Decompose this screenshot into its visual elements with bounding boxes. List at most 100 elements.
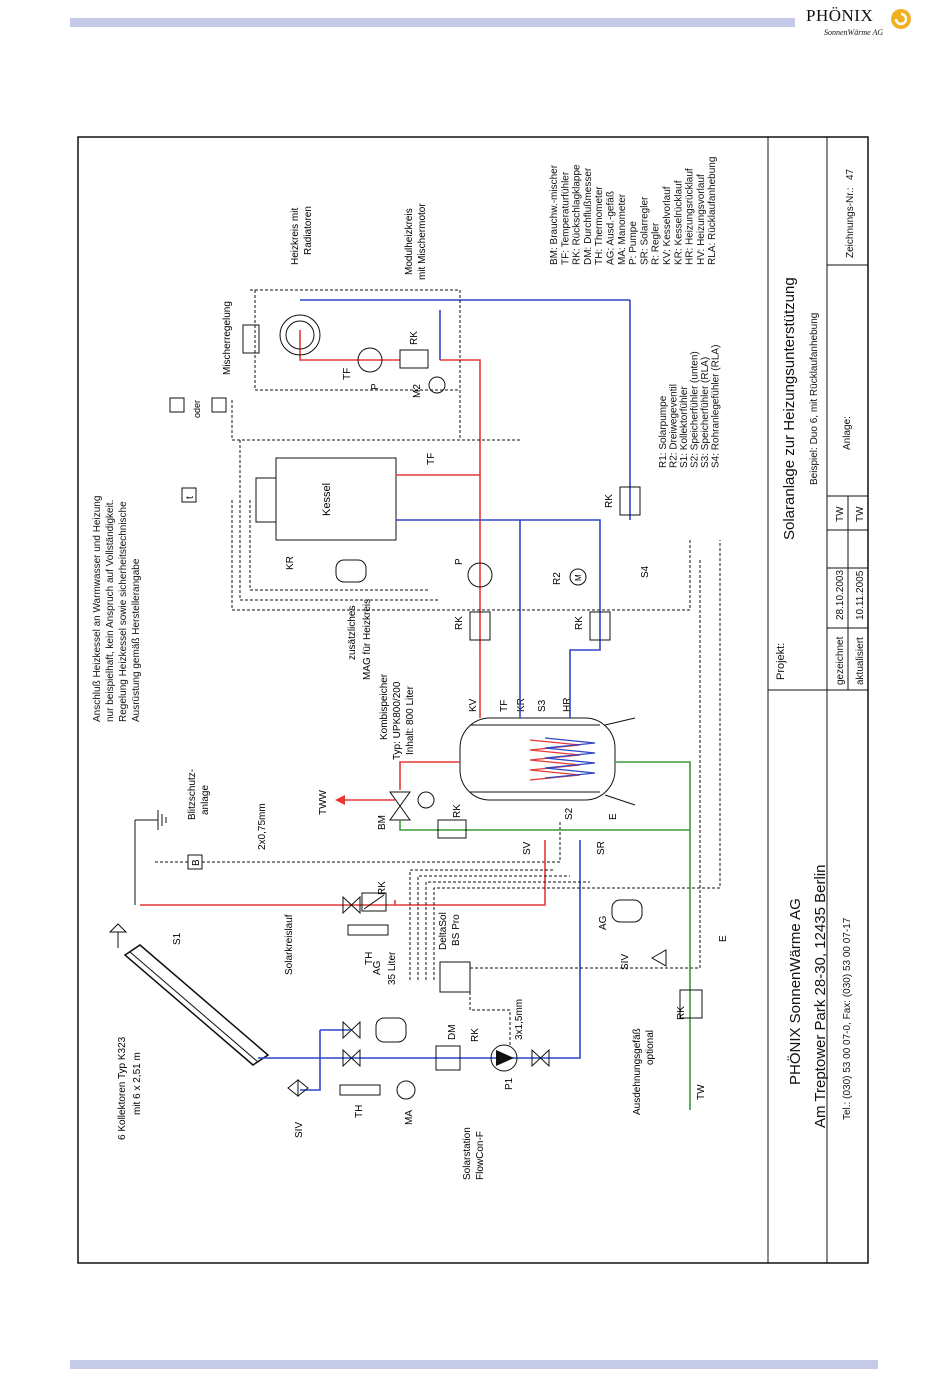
drawing-frame (77, 136, 869, 1264)
legend-abbrev-9: R: Regler (651, 222, 662, 265)
footer-bar (70, 1360, 878, 1369)
expansion-vessel-water (611, 899, 643, 923)
note-line-3: Ausrüstung gemäß Herstellerangabe (131, 558, 142, 722)
collectors-label: 6 Kollektoren Typ K323 (117, 1036, 128, 1140)
logo-name: PHÖNIX (806, 6, 874, 25)
solar-coil (529, 739, 581, 781)
control-cable-p1 (469, 985, 511, 1045)
note-line-0: Anschluß Heizkessel an Warmwasser und He… (92, 496, 103, 722)
heating-flow-pipe (299, 330, 481, 475)
m2-label: M2 (412, 384, 423, 398)
legend-abbrev-14: RLA: Rücklaufanhebung (707, 157, 718, 265)
legend-sensor-3: S2: Speicherfühler (unten) (690, 351, 701, 468)
legend-sensor-2: S1: Kollektorfühler (679, 386, 690, 468)
check-valve-water (437, 819, 467, 839)
kr-label-tank: KR (516, 698, 527, 712)
expansion-vessel-solar (375, 1017, 407, 1043)
rk-label-water: RK (452, 804, 463, 818)
boiler-return-pipe (396, 519, 601, 718)
legend-abbrev-12: HR: Heizungsrücklauf (685, 168, 696, 265)
updated-date: 10.11.2005 (855, 570, 866, 620)
updated-by: TW (855, 506, 866, 522)
mixer-motor-m2 (428, 376, 446, 394)
mischer-label: Mischerregelung (222, 301, 233, 375)
hot-water-pipe (399, 761, 460, 790)
boiler-flow-pipe (396, 474, 481, 650)
control-cable-b (155, 820, 561, 863)
collectors-area: mit 6 x 2,51 m (132, 1052, 143, 1115)
company-name: PHÖNIX SonnenWärme AG (786, 898, 804, 1085)
sv-label: SV (522, 841, 533, 855)
logo-subtitle: SonnenWärme AG (824, 28, 884, 37)
legend-sensor-4: S3: Speicherfühler (RLA) (700, 357, 711, 468)
title: Solaranlage zur Heizungsunterstützung (781, 277, 798, 540)
drawn-by: TW (835, 506, 846, 522)
legend-abbrev-1: TF: Temperaturfühler (560, 171, 571, 265)
th-label-1: TH (364, 952, 375, 965)
ta-label: t (185, 496, 196, 499)
project-label: Projekt: (775, 643, 787, 680)
motor-r2 (569, 568, 587, 586)
mixer-bm-2 (389, 805, 411, 821)
legend-sensor-0: R1: Solarpumpe (658, 395, 669, 468)
speicher-type: Typ: UPK800/200 (392, 681, 403, 760)
solar-controller (439, 961, 471, 993)
tf-label-heating: TF (342, 368, 353, 380)
rk-label-station: RK (470, 1028, 481, 1042)
check-valve-rla (589, 611, 611, 641)
th-label-2: TH (354, 1105, 365, 1118)
legend-abbrev-6: MA: Manometer (617, 193, 628, 265)
ag-label-water: AG (598, 915, 609, 930)
legend-abbrev-13: HV: Heizungsvorlauf (696, 174, 707, 265)
company-address: Am Treptower Park 28-30, 12435 Berlin (812, 865, 829, 1128)
ausdehnung-optional: optional (645, 1030, 656, 1065)
pump-p1-arrow (496, 1050, 514, 1066)
updated-label: aktualisiert (855, 637, 866, 685)
sr-label: SR (596, 841, 607, 855)
tww-arrow (335, 795, 345, 805)
flow-meter-dm (435, 1045, 461, 1071)
safety-valve-siv (287, 1078, 309, 1098)
speicher-volume: Inhalt: 800 Liter (405, 685, 416, 755)
bm-label: BM (377, 815, 388, 830)
heating-pump-p (357, 347, 383, 373)
rk-label-boiler: RK (454, 616, 465, 630)
s1-label: S1 (172, 932, 183, 945)
ausdehnung-label: Ausdehnungsgefäß (632, 1028, 643, 1115)
ag-volume: 35 Liter (387, 951, 398, 985)
radiator (279, 314, 321, 356)
mixer-controller (242, 324, 260, 354)
solar-pump-p1 (490, 1044, 518, 1072)
kr-label-boiler: KR (285, 556, 296, 570)
kv-label: KV (468, 698, 479, 712)
mixer-bm (389, 791, 411, 807)
kessel-label: Kessel (321, 483, 333, 516)
deltasol-label: DeltaSol (438, 912, 449, 950)
legend-abbrev-7: P: Pumpe (628, 221, 639, 265)
controller-cables (409, 540, 721, 980)
m-label-r2: M (574, 574, 583, 581)
mixer-thermostat (417, 791, 435, 809)
lightning-protection (134, 810, 167, 905)
mag-label-2: MAG für Heizkreis (362, 599, 373, 680)
station-label-2: FlowCon-F (475, 1131, 486, 1180)
manometer (396, 1080, 416, 1100)
solar-return-pipe (258, 840, 581, 1059)
subtitle: Beispiel: Duo 6, mit Rücklaufanhebung (809, 313, 820, 485)
legend-abbrev-0: BM: Brauchw.-mischer (549, 164, 560, 265)
ma-label: MA (404, 1110, 415, 1125)
tw-label: TW (696, 1084, 707, 1100)
legend-abbrev-2: RK: Rückschlagklappe (572, 164, 583, 265)
station-label: Solarstation (462, 1127, 473, 1180)
legend-sensor-5: S4: Rohranlegefühler (RLA) (711, 345, 722, 468)
company-phone: Tel.: (030) 53 00 07-0, Fax: (030) 53 00… (842, 917, 853, 1120)
installation-note: Anschluß Heizkessel an Warmwasser und He… (92, 496, 142, 722)
boiler (275, 457, 397, 541)
mag-label: zusätzliches (347, 606, 358, 660)
legend-abbrev-5: AG: Ausd.-gefäß (606, 191, 617, 265)
combi-storage-tank (459, 717, 636, 806)
cold-water-pipe (399, 761, 691, 1110)
boiler-pump-p (467, 562, 493, 588)
collector-array (108, 923, 270, 1066)
company-logo: PHÖNIX SonnenWärme AG (806, 6, 926, 46)
